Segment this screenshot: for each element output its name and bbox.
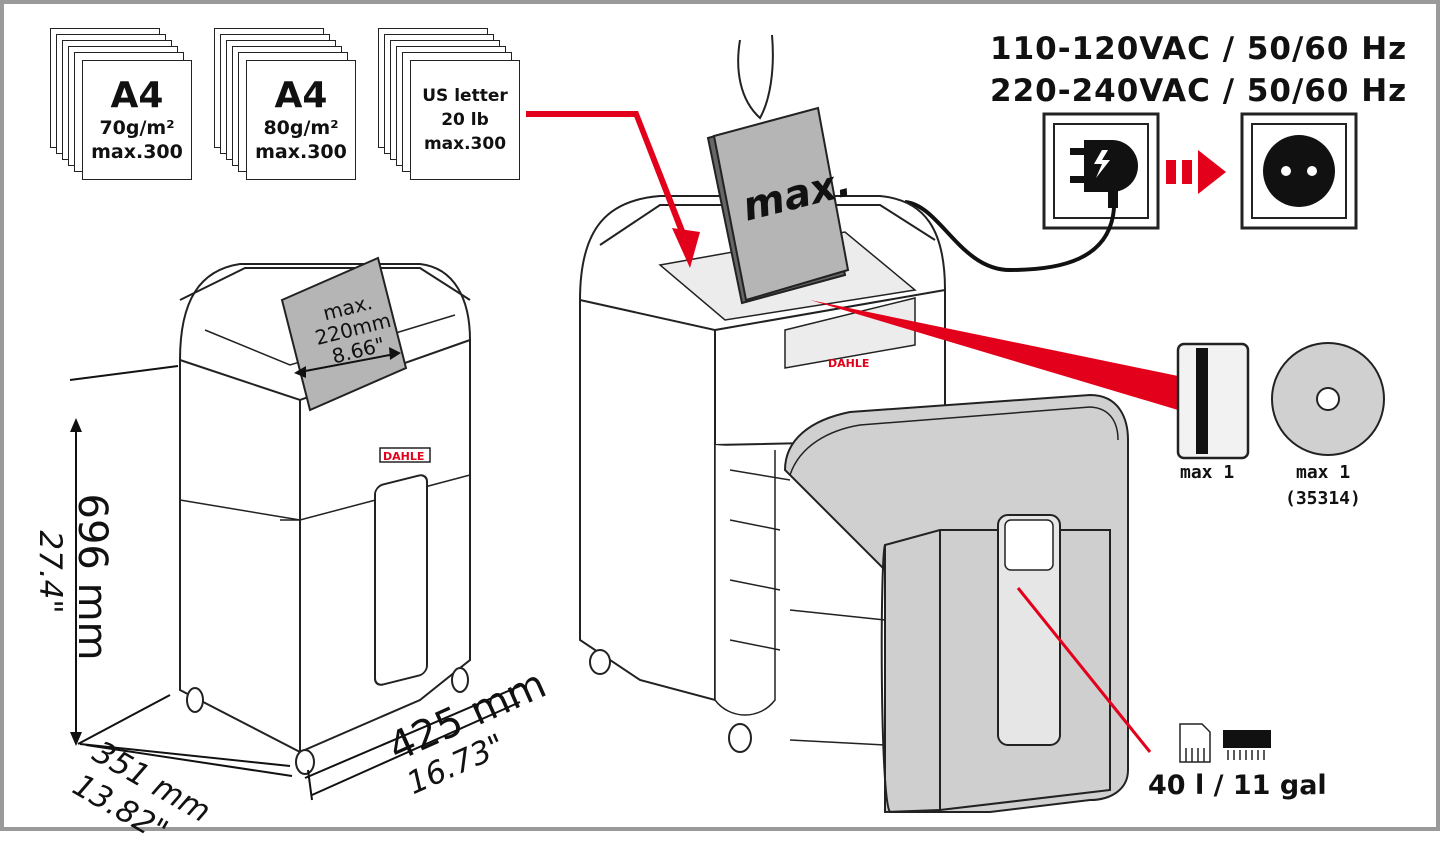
insert-arrow-icon [1166, 150, 1226, 194]
power-cord [904, 200, 1116, 273]
pointer-lines [526, 111, 1178, 753]
paper-stack-a4-80: A4 80g/m² max.300 [214, 28, 356, 180]
card-limit-label: max 1 [1180, 462, 1235, 483]
voltage-line-1: 110-120VAC / 50/60 Hz [990, 31, 1408, 67]
height-mm: 696 mm [69, 493, 115, 661]
waste-bin [783, 393, 1129, 814]
shredder-illustration: DAHLE DAHLE [69, 34, 1385, 814]
paper-max: max.300 [91, 141, 183, 163]
plug-icon [1042, 112, 1160, 230]
height-in: 27.4" [32, 530, 68, 614]
shredder-front-view [179, 263, 471, 775]
paper-size: A4 [274, 75, 328, 116]
cd-icon [1271, 342, 1385, 456]
brand-logo-left: DAHLE [383, 450, 424, 463]
paper-stack-us-letter: US letter 20 lb max.300 [378, 28, 520, 180]
paper-max: max.300 [423, 134, 507, 154]
paper-weight: 80g/m² [263, 117, 339, 139]
strip-cut-icon [1179, 723, 1211, 763]
figure-frame [0, 0, 1440, 831]
dimension-lines [69, 365, 521, 801]
voltage-spec: 110-120VAC / 50/60 Hz 220-240VAC / 50/60… [990, 28, 1407, 112]
voltage-line-2: 220-240VAC / 50/60 Hz [990, 73, 1408, 109]
paper-size: US letter [422, 86, 508, 106]
feed-width-arrow [299, 353, 396, 373]
paper-max: max.300 [255, 141, 347, 163]
hand-holding-paper [706, 34, 850, 305]
paper-weight: 20 lb [441, 110, 489, 130]
shredder-head-icon [1223, 730, 1271, 760]
paper-weight: 70g/m² [99, 117, 175, 139]
card-icon [1176, 342, 1250, 460]
bin-capacity-label: 40 l / 11 gal [1148, 770, 1327, 801]
cd-limit-label: max 1 [1296, 462, 1351, 483]
brand-logo-center: DAHLE [828, 357, 869, 370]
paper-size: A4 [110, 75, 164, 116]
paper-stack-a4-70: A4 70g/m² max.300 [50, 28, 192, 180]
socket-icon [1240, 112, 1358, 230]
cd-model-label: (35314) [1285, 488, 1361, 509]
shredder-open-view [579, 195, 946, 753]
